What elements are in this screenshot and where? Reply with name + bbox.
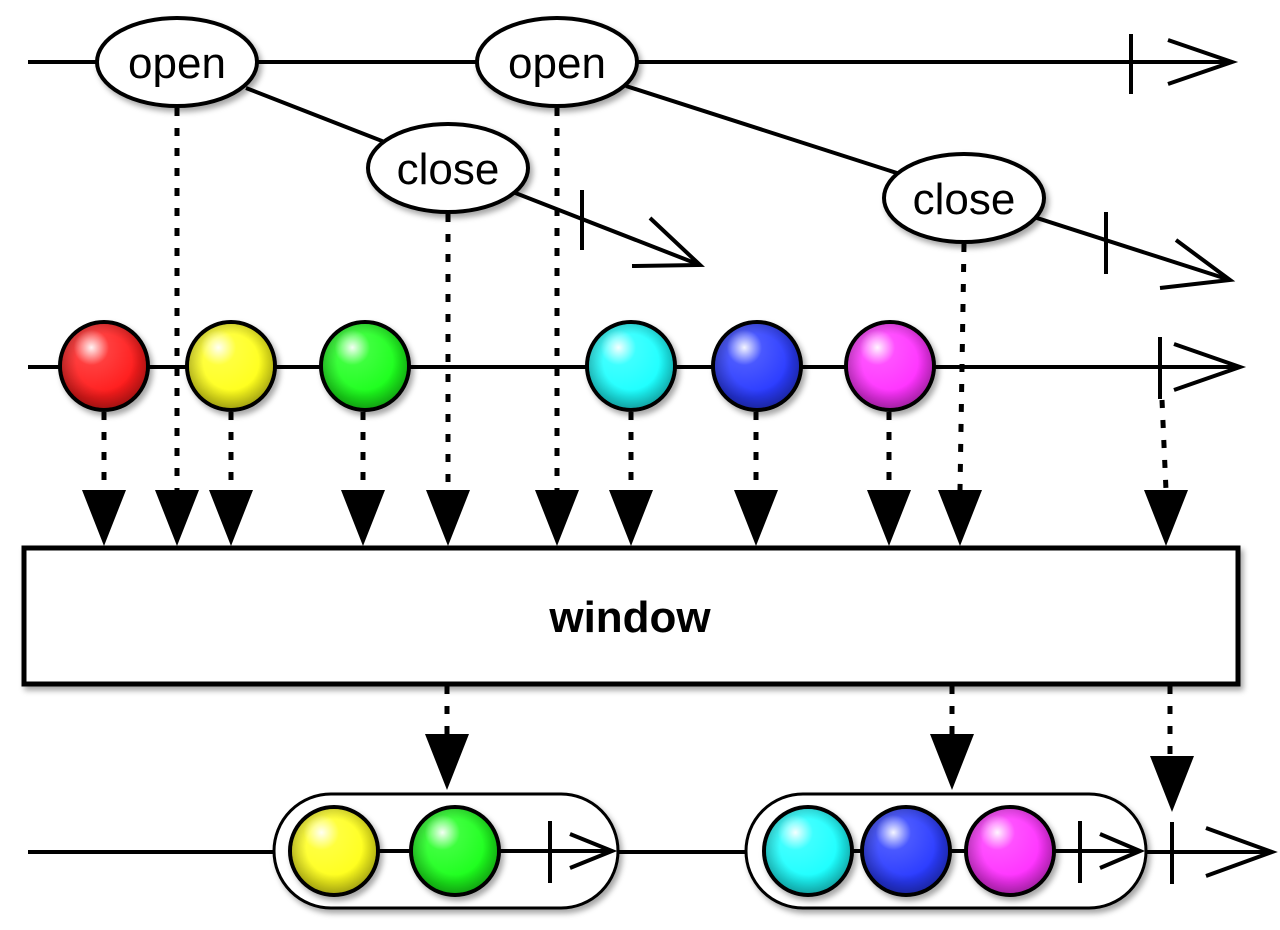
marble-magenta <box>844 320 936 412</box>
window-1-marble <box>409 805 501 897</box>
operator-label: window <box>548 593 711 642</box>
window-1-marble <box>288 805 380 897</box>
arrowheads <box>82 490 1194 812</box>
close-label-2: close <box>913 175 1016 224</box>
source-marbles <box>58 320 936 412</box>
close-event-2: close <box>882 152 1046 244</box>
output-window-2 <box>744 792 1148 910</box>
open-event-1: open <box>95 16 259 108</box>
marble-red <box>58 320 150 412</box>
open-label-1: open <box>128 39 226 88</box>
marble-green <box>319 320 411 412</box>
window-2-marbles <box>762 805 1056 897</box>
output-window-1 <box>272 792 620 910</box>
marble-yellow <box>185 320 277 412</box>
open-label-2: open <box>508 39 606 88</box>
marble-cyan <box>585 320 677 412</box>
close-event-1: close <box>366 122 530 214</box>
dotted-connectors <box>101 108 1173 756</box>
window-2-marble <box>762 805 854 897</box>
operator-box: window <box>21 545 1241 687</box>
open-event-2: open <box>475 16 639 108</box>
window-1-marbles <box>288 805 501 897</box>
close-label-1: close <box>397 145 500 194</box>
window-2-marble <box>860 805 952 897</box>
window-2-marble <box>964 805 1056 897</box>
marble-blue <box>711 320 803 412</box>
